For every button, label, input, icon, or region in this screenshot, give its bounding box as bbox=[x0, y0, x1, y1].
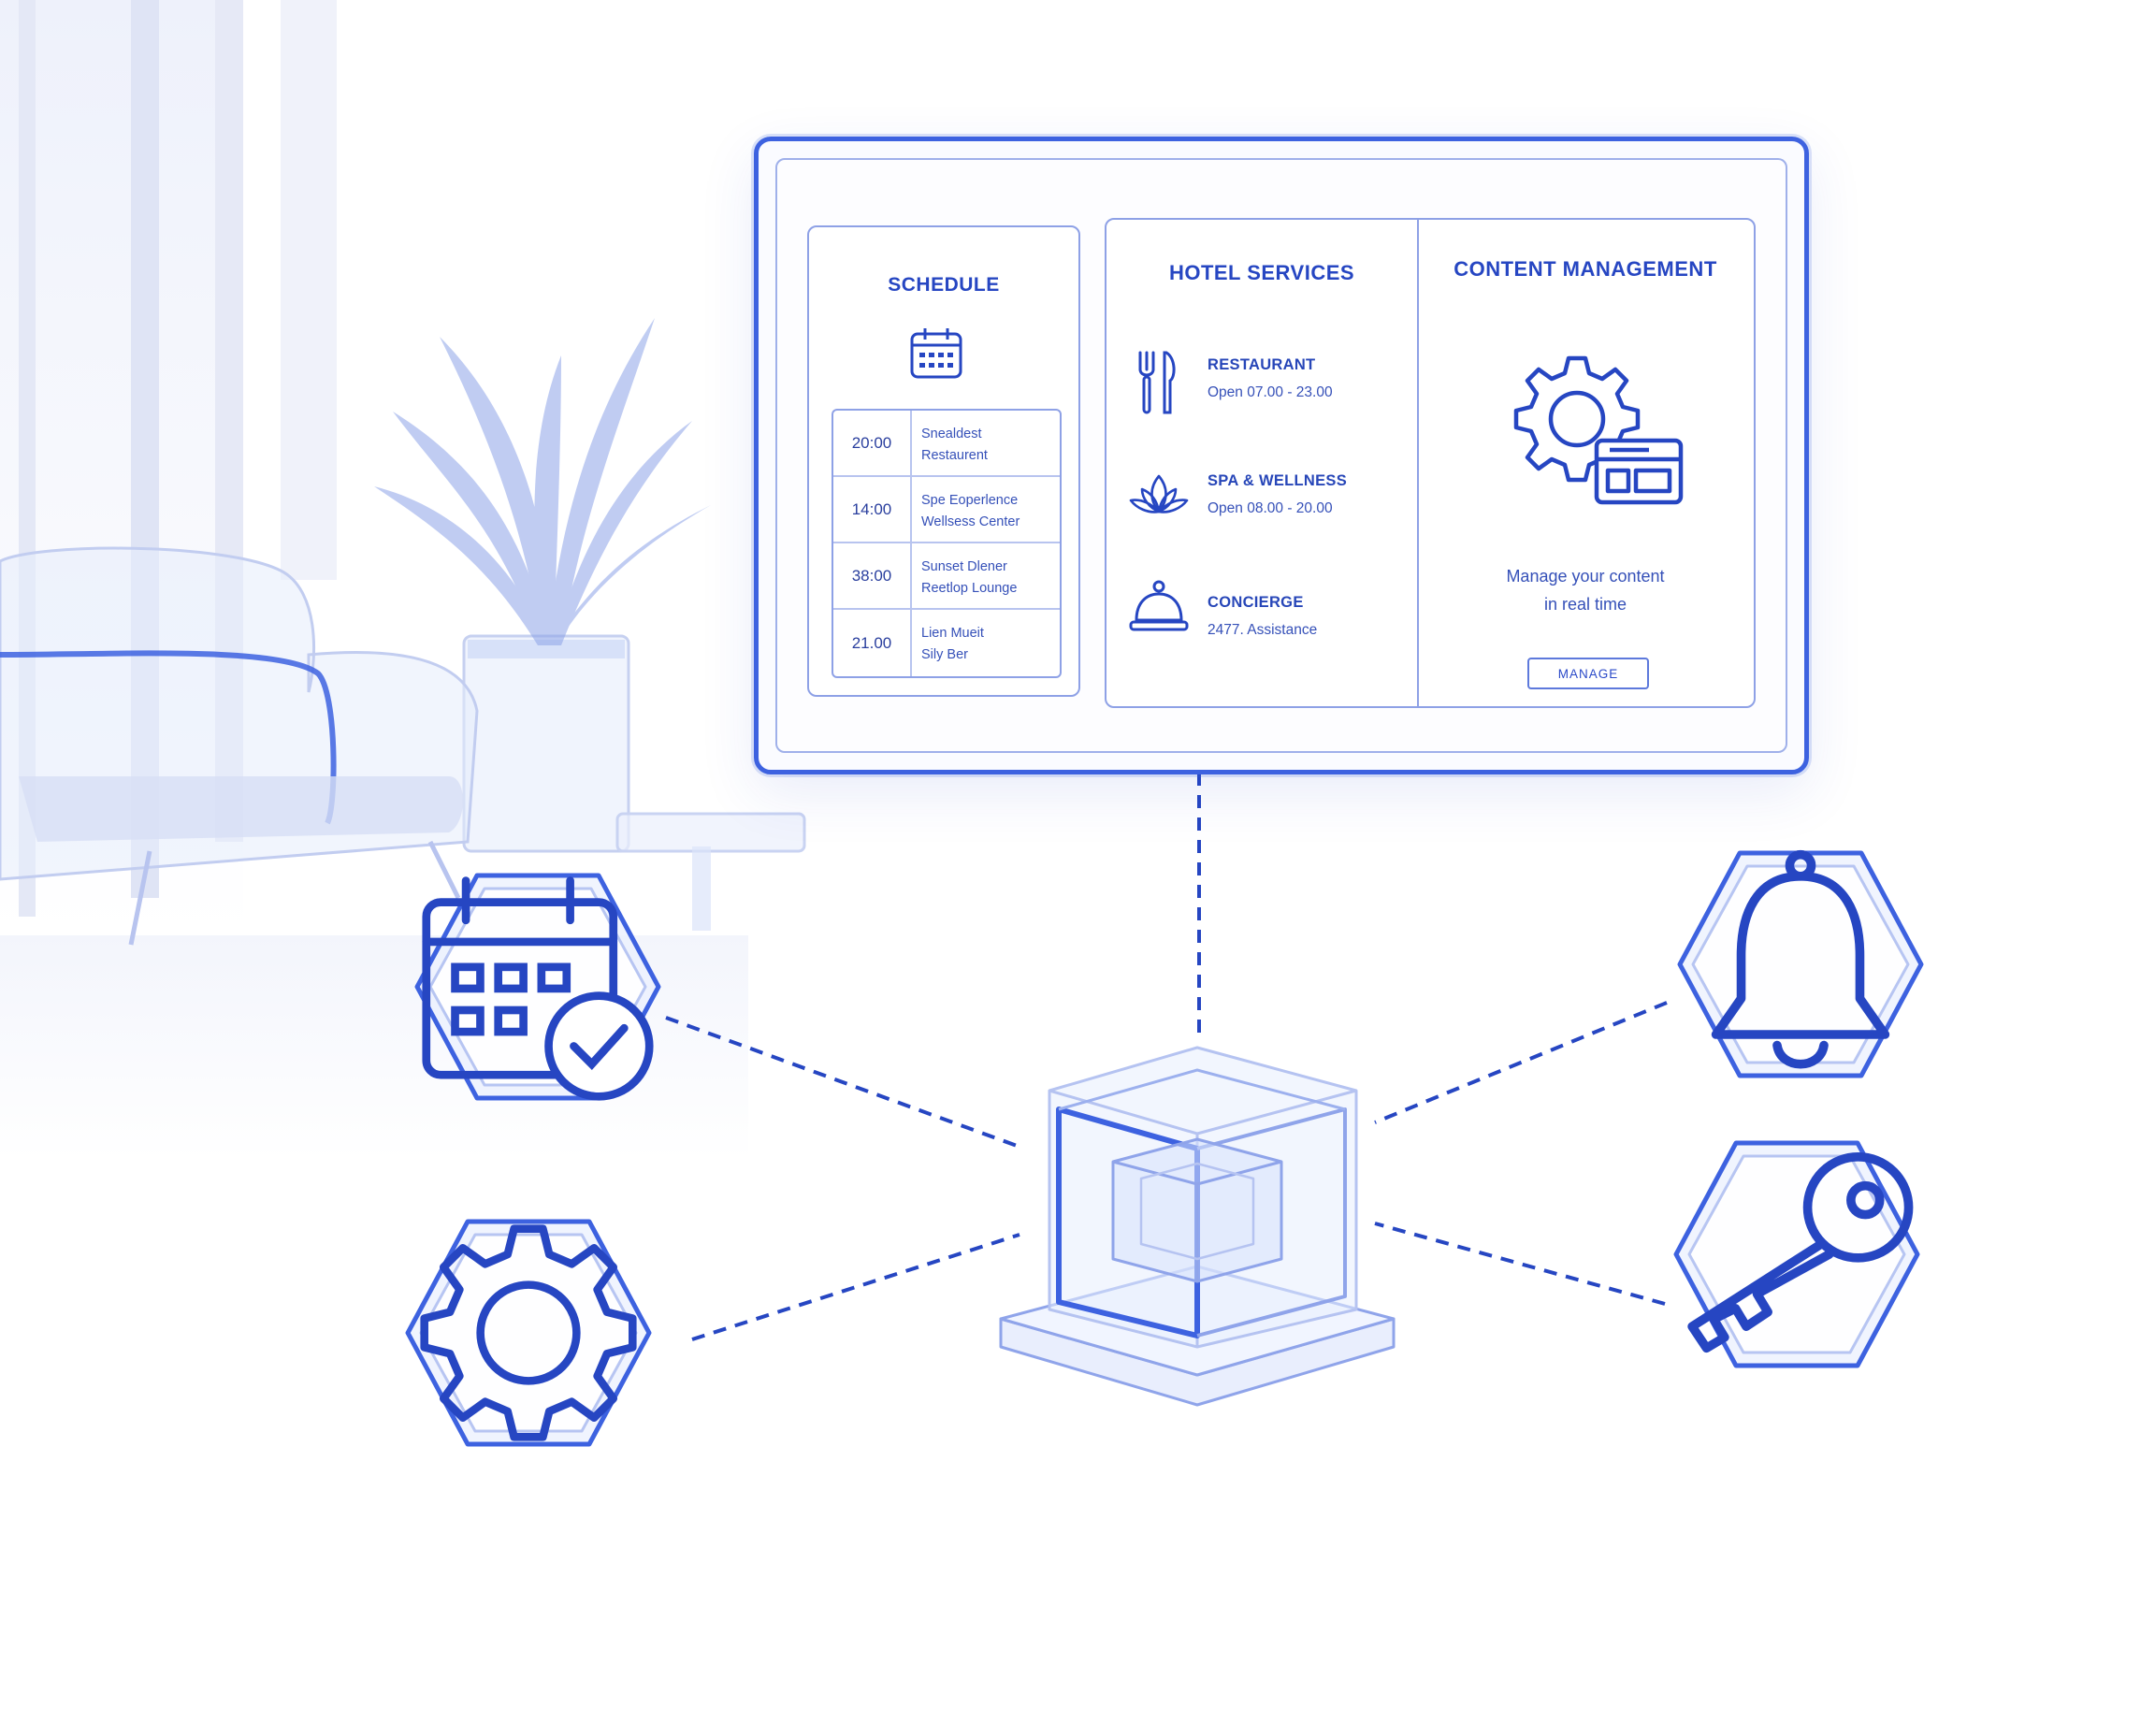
service-hours: Open 08.00 - 20.00 bbox=[1208, 500, 1333, 516]
cm-text-line2: in real time bbox=[1543, 595, 1627, 614]
service-name: CONCIERGE bbox=[1208, 594, 1304, 611]
calendar-icon bbox=[910, 328, 962, 379]
schedule-event: Lien Mueit bbox=[921, 626, 984, 641]
gear-icon bbox=[420, 1224, 637, 1441]
hexagon-frame bbox=[405, 1219, 652, 1447]
settings-tile[interactable] bbox=[402, 1216, 655, 1450]
schedule-event: Spe Eoperlence bbox=[921, 493, 1019, 508]
schedule-row[interactable]: 21.00 Lien Mueit Sily Ber bbox=[833, 610, 1060, 676]
info-display: SCHEDULE 20:00 Snealdest bbox=[754, 137, 1809, 774]
service-bell-icon bbox=[1129, 580, 1189, 631]
schedule-time: 38:00 bbox=[833, 543, 912, 608]
hotel-services-title: HOTEL SERVICES bbox=[1168, 261, 1355, 284]
schedule-location: Wellsess Center bbox=[921, 514, 1020, 529]
cm-text-line1: Manage your content bbox=[1506, 567, 1665, 586]
schedule-description: Spe Eoperlence Wellsess Center bbox=[912, 477, 1060, 542]
manage-button[interactable]: MANAGE bbox=[1527, 658, 1649, 689]
services-panel: HOTEL SERVICES RESTAURANT Open 07.00 - 2… bbox=[1105, 218, 1756, 708]
content-management-description: Manage your content in real time bbox=[1417, 562, 1754, 618]
service-name: RESTAURANT bbox=[1208, 356, 1316, 373]
schedule-table: 20:00 Snealdest Restaurent 14:00 Spe Eop… bbox=[832, 409, 1062, 678]
content-management-title: CONTENT MANAGEMENT bbox=[1454, 257, 1717, 281]
schedule-title: SCHEDULE bbox=[888, 274, 1000, 296]
schedule-location: Sily Ber bbox=[921, 647, 968, 662]
service-restaurant[interactable]: RESTAURANT Open 07.00 - 23.00 bbox=[1133, 349, 1413, 424]
schedule-time: 14:00 bbox=[833, 477, 912, 542]
service-name: SPA & WELLNESS bbox=[1208, 472, 1348, 489]
service-spa[interactable]: SPA & WELLNESS Open 08.00 - 20.00 bbox=[1129, 465, 1413, 540]
calendar-check-icon bbox=[422, 876, 654, 1101]
schedule-time: 20:00 bbox=[833, 411, 912, 475]
schedule-description: Sunset Dlener Reetlop Lounge bbox=[912, 543, 1060, 608]
schedule-location: Reetlop Lounge bbox=[921, 581, 1018, 596]
display-screen: SCHEDULE 20:00 Snealdest bbox=[775, 158, 1787, 753]
panel-divider bbox=[1417, 220, 1419, 706]
key-icon bbox=[1687, 1152, 1914, 1353]
schedule-panel: SCHEDULE 20:00 Snealdest bbox=[807, 225, 1080, 697]
gear-screen-icon bbox=[1513, 355, 1684, 505]
schedule-row[interactable]: 20:00 Snealdest Restaurent bbox=[833, 411, 1060, 477]
schedule-description: Lien Mueit Sily Ber bbox=[912, 610, 1060, 676]
schedule-description: Snealdest Restaurent bbox=[912, 411, 1060, 475]
service-hours: Open 07.00 - 23.00 bbox=[1208, 384, 1333, 400]
schedule-row[interactable]: 38:00 Sunset Dlener Reetlop Lounge bbox=[833, 543, 1060, 610]
notifications-tile[interactable] bbox=[1674, 847, 1927, 1081]
schedule-row[interactable]: 14:00 Spe Eoperlence Wellsess Center bbox=[833, 477, 1060, 543]
central-hub-cube bbox=[999, 1046, 1396, 1407]
fork-knife-icon bbox=[1138, 351, 1176, 414]
lotus-icon bbox=[1129, 474, 1189, 514]
access-key-tile[interactable] bbox=[1670, 1137, 1923, 1371]
calendar-tile[interactable] bbox=[412, 870, 664, 1104]
bell-icon bbox=[1711, 849, 1890, 1069]
schedule-event: Snealdest bbox=[921, 427, 982, 441]
service-hours: 2477. Assistance bbox=[1208, 622, 1318, 638]
schedule-time: 21.00 bbox=[833, 610, 912, 676]
schedule-event: Sunset Dlener bbox=[921, 559, 1007, 574]
service-concierge[interactable]: CONCIERGE 2477. Assistance bbox=[1129, 580, 1413, 661]
schedule-location: Restaurent bbox=[921, 448, 988, 463]
